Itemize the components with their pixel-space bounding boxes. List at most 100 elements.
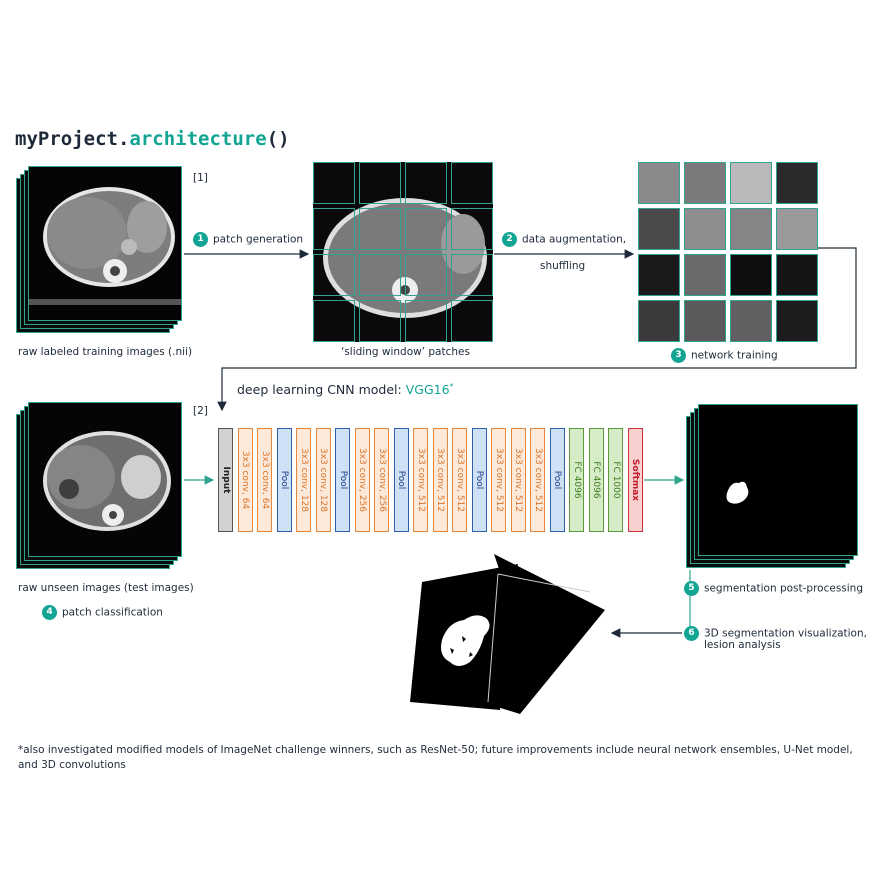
cnn-layer-conv: 3x3 conv, 512 [510,428,526,532]
patch [359,162,401,204]
diagram-title: myProject.architecture() [15,128,290,150]
patch [405,162,447,204]
step-4-label: patch classification [62,606,163,619]
3d-segmentation-visualization [410,554,605,714]
cnn-layer-fc: FC 4096 [569,428,584,532]
patch [730,254,772,296]
patch [451,162,493,204]
stack-layer-front [28,166,182,321]
step-4: 4 patch classification [42,605,163,620]
cnn-layer-pool: Pool [276,428,292,532]
step-2-badge: 2 [502,232,517,247]
step-2-label: data augmentation, [522,233,627,246]
patch [638,208,680,250]
step-1: 1 patch generation [193,232,303,247]
title-dot: . [117,128,130,150]
cnn-layer-soft: Softmax [627,428,643,532]
step-3-label: network training [691,349,778,362]
ct-slice-training [29,167,181,320]
step-2: 2 data augmentation, [502,232,626,247]
title-object: myProject [15,128,118,150]
augmented-patches [638,162,818,342]
cnn-layer-fc: FC 1000 [608,428,623,532]
step-1-label: patch generation [213,233,304,246]
step-6-label: 3D segmentation visualization, [704,627,867,640]
step-5-badge: 5 [684,581,699,596]
cnn-layer-pool: Pool [471,428,487,532]
patch [313,254,355,296]
cnn-layer-fc: FC 4096 [588,428,604,532]
patch [776,162,818,204]
patch [776,208,818,250]
title-method: architecture [129,128,267,150]
step-1-badge: 1 [193,232,208,247]
cnn-layer-pool: Pool [393,428,409,532]
patch [730,162,772,204]
cnn-layer-label: Pool [337,470,348,490]
cnn-layer-label: FC 4096 [571,461,582,499]
caption-patches: ‘sliding window’ patches [341,346,470,358]
cnn-layer-label: 3x3 conv, 512 [454,447,465,513]
cnn-layer-label: Pool [552,470,562,490]
footnote: *also investigated modified models of Im… [18,744,853,771]
patch [684,300,726,342]
reference-2: [2] [193,405,208,417]
patch [313,162,355,204]
patch [638,254,680,296]
ct-slice-unseen [29,403,181,556]
cnn-layer-label: 3x3 conv, 256 [376,447,387,513]
cnn-layer-label: 3x3 conv, 512 [493,447,504,513]
cnn-layer-label: FC 4096 [591,461,601,499]
cnn-layer-conv: 3x3 conv, 256 [354,428,370,532]
patch [776,300,818,342]
cnn-layer-conv: 3x3 conv, 64 [237,428,253,532]
cnn-layer-conv: 3x3 conv, 512 [432,428,448,532]
cnn-layer-conv: 3x3 conv, 512 [413,428,428,532]
patch [405,254,447,296]
segmentation-mask [699,405,857,555]
reference-1: [1] [193,172,208,184]
patch [313,300,355,342]
cnn-layer-conv: 3x3 conv, 512 [491,428,506,532]
caption-training-images: raw labeled training images (.nii) [18,346,193,358]
cnn-layer-label: Softmax [630,458,640,502]
cnn-layer-conv: 3x3 conv, 512 [530,428,545,532]
patch [638,300,680,342]
caption-unseen-images: raw unseen images (test images) [18,582,194,594]
stack-layer-front [28,402,182,557]
cnn-layer-label: 3x3 conv, 256 [357,447,367,513]
title-parens: () [266,128,290,150]
patch [684,254,726,296]
cnn-layer-label: Pool [474,470,484,490]
cnn-layer-label: Pool [396,470,406,490]
patch [451,254,493,296]
patch [684,208,726,250]
patch [730,208,772,250]
cnn-layer-label: Input [220,466,231,494]
patch [638,162,680,204]
patch [730,300,772,342]
cnn-layer-label: 3x3 conv, 512 [532,447,543,513]
cnn-layer-conv: 3x3 conv, 256 [374,428,389,532]
patch [776,254,818,296]
cnn-layer-label: 3x3 conv, 128 [318,447,328,513]
patch [684,162,726,204]
arrow-to-model [217,247,857,412]
patch [405,300,447,342]
step-6-badge: 6 [684,626,699,641]
sliding-window-patches [313,162,493,342]
step-4-badge: 4 [42,605,57,620]
stack-layer-front [698,404,858,556]
cnn-layer-conv: 3x3 conv, 512 [452,428,467,532]
cnn-layer-label: 3x3 conv, 512 [435,447,445,513]
cnn-layer-label: 3x3 conv, 64 [259,450,270,510]
patch [405,208,447,250]
model-footnote-marker: * [449,382,454,391]
patch [451,208,493,250]
cnn-layer-conv: 3x3 conv, 128 [315,428,331,532]
cnn-layer-label: 3x3 conv, 512 [513,447,523,513]
step-6: 6 3D segmentation visualization, [684,626,867,641]
